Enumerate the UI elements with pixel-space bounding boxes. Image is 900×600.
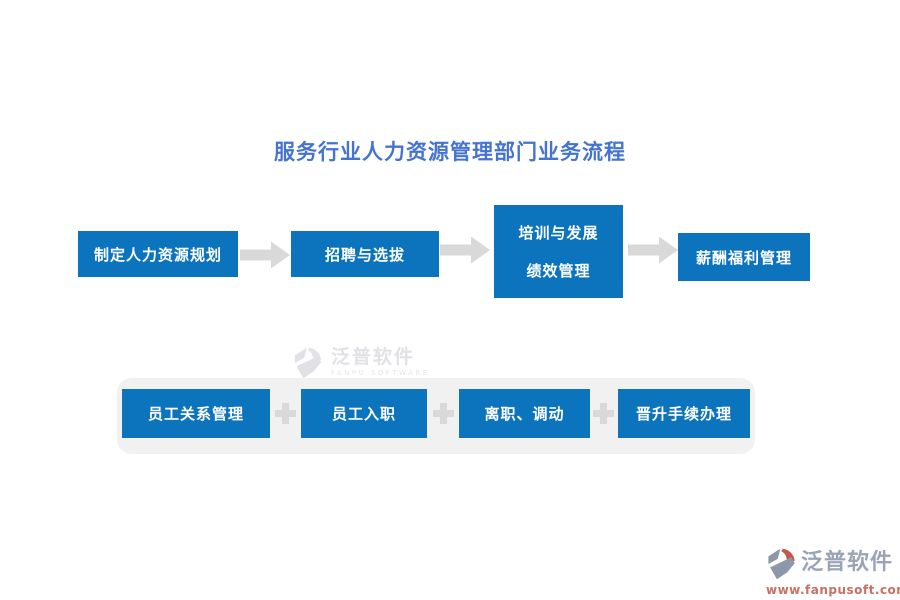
watermark-logo: 泛普软件 FANPU SOFTWARE: [292, 346, 430, 380]
right-arrow-icon: [440, 236, 490, 264]
flow-box-compensation: 薪酬福利管理: [678, 233, 810, 281]
footer-brand-url: www.fanpusoft.com: [766, 583, 900, 597]
flow-box-hr-planning: 制定人力资源规划: [78, 231, 238, 277]
flow-box-line-performance: 绩效管理: [526, 262, 591, 280]
flow-box-line-training: 培训与发展: [518, 224, 599, 242]
fanpu-logo-icon: [294, 347, 322, 379]
group-box-resignation-transfer: 离职、调动: [459, 389, 590, 438]
fanpu-logo-icon: [768, 548, 795, 580]
group-box-onboarding: 员工入职: [301, 389, 427, 438]
right-arrow-icon: [628, 236, 678, 264]
watermark-brand-name: 泛普软件: [331, 346, 416, 368]
flow-box-training-performance: 培训与发展 绩效管理: [494, 205, 623, 298]
footer-logo: 泛普软件 www.fanpusoft.com: [766, 547, 900, 597]
footer-brand-name: 泛普软件: [801, 550, 894, 575]
plus-icon: [433, 403, 454, 424]
right-arrow-icon: [240, 241, 290, 269]
flow-box-recruitment: 招聘与选拔: [291, 231, 439, 277]
plus-icon: [593, 403, 614, 424]
plus-icon: [275, 403, 296, 424]
group-box-promotion: 晋升手续办理: [618, 389, 750, 438]
watermark-brand-subtitle: FANPU SOFTWARE: [331, 369, 430, 377]
group-box-employee-relations: 员工关系管理: [122, 389, 270, 438]
page-title: 服务行业人力资源管理部门业务流程: [274, 140, 626, 164]
